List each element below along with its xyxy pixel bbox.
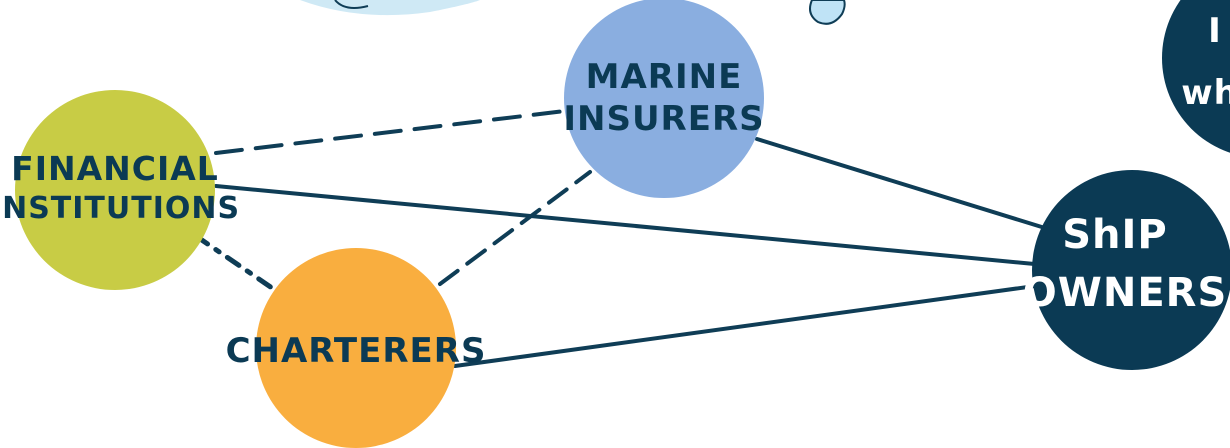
node-label-line1: CHARTERERS (226, 331, 487, 371)
node-circle (15, 90, 215, 290)
water-drop (809, 0, 846, 25)
edge-charterers-shipowners (453, 283, 1044, 368)
node-label-line2: INSTITUTIONS (0, 191, 240, 226)
node-circle (256, 248, 456, 448)
node-label-line2: OWNERS (1023, 270, 1228, 316)
water-swoosh-outline (334, 0, 369, 9)
node-partial-top-right: I wh (1162, 0, 1230, 153)
node-label-line1: FINANCIAL (11, 149, 219, 188)
node-label-line2: wh (1181, 73, 1230, 113)
node-label-line1: MARINE (586, 57, 743, 97)
node-label-line2: INSURERS (563, 99, 764, 139)
node-circle (564, 0, 764, 198)
node-marine-insurers: MARINE INSURERS (563, 0, 764, 198)
edge-financial-marine (214, 109, 567, 155)
node-financial-institutions: FINANCIAL INSTITUTIONS (0, 90, 240, 290)
decor-top (300, 0, 846, 25)
node-charterers: CHARTERERS (226, 248, 487, 448)
node-label-line1: I (1208, 11, 1222, 51)
edge-marine-shipowners (755, 137, 1047, 230)
edge-charterers-marine (438, 170, 592, 286)
edge-financial-charterers (193, 233, 278, 293)
node-circle (1032, 170, 1230, 370)
edges (193, 109, 1047, 368)
water-swoosh (300, 0, 480, 16)
node-circle (1162, 0, 1230, 153)
edge-financial-shipowners (214, 184, 1047, 267)
node-label-line1: ShIP (1062, 212, 1167, 258)
node-ship-owners: ShIP OWNERS (1023, 170, 1230, 370)
